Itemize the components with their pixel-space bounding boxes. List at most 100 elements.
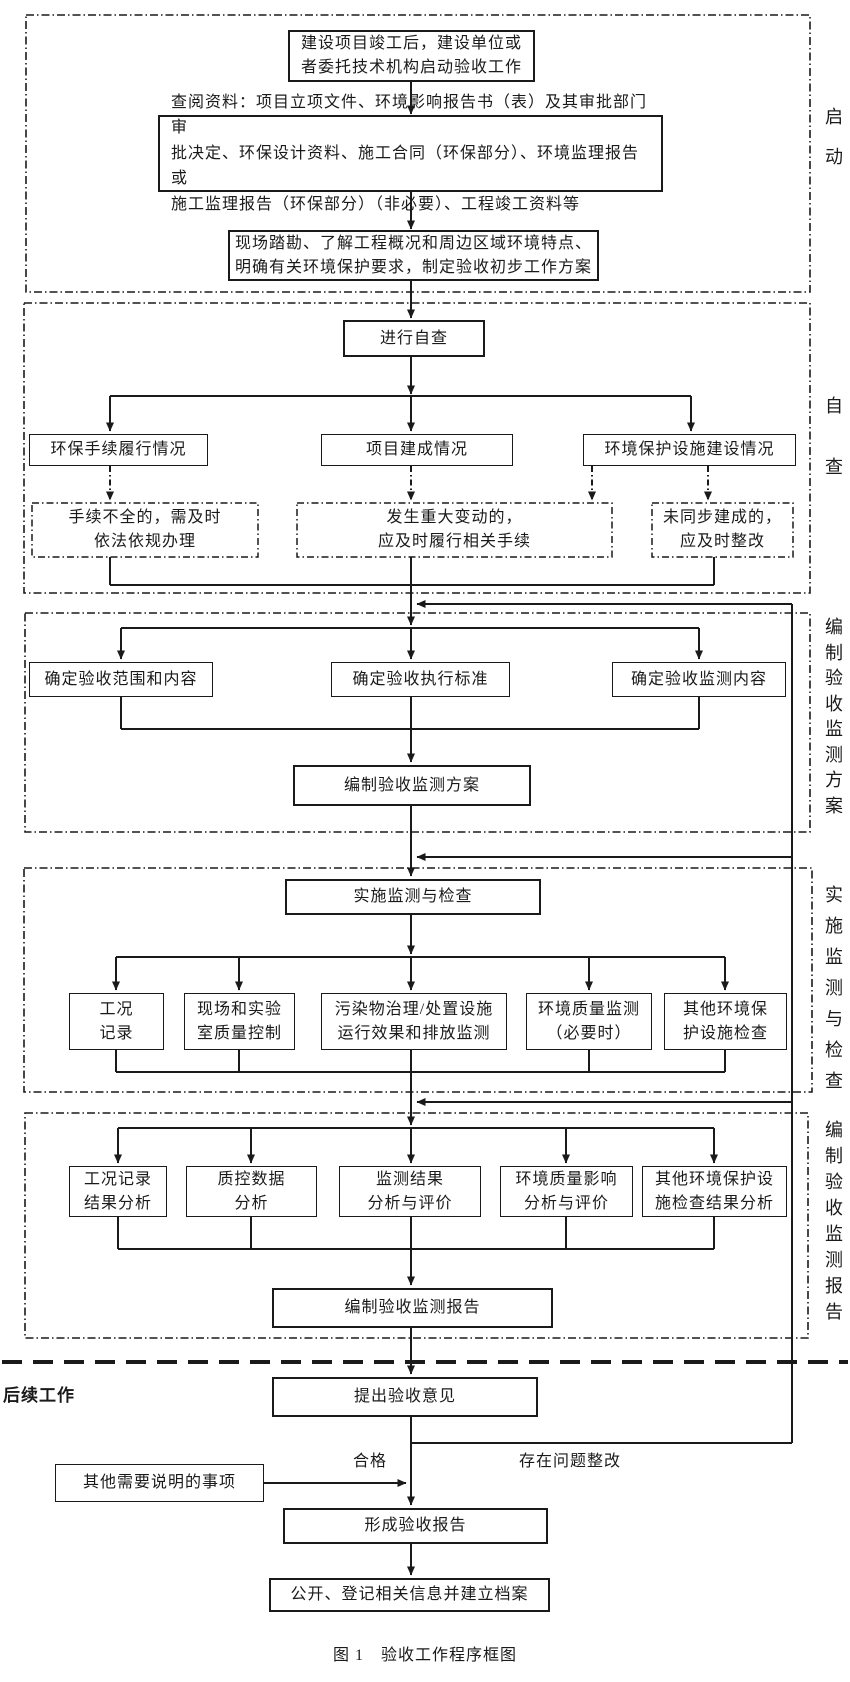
text-line: 其他环境保护设 [654,1170,774,1188]
text-line: 确定验收执行标准 [352,670,489,688]
node-other-facility-check: 其他环境保 护设施检查 [664,993,787,1050]
text-line: 污染物治理/处置设施 [334,1000,494,1018]
text-line: 公开、登记相关信息并建立档案 [290,1586,529,1603]
text-line: 项目建成情况 [365,441,468,458]
text-line: 环境保护设施建设情况 [604,441,775,458]
stage-label-report: 编制验收监测报告 [825,1120,843,1322]
stage-4-border [23,867,813,1093]
text-line: 分析与评价 [523,1194,609,1212]
text-line: 环境质量影响 [515,1170,618,1188]
node-form-acceptance-report: 形成验收报告 [283,1508,548,1544]
node-epc-procedure-status: 环保手续履行情况 [29,434,208,466]
edge-label-pass: 合格 [352,1453,387,1470]
text-line: 运行效果和排放监测 [337,1024,491,1042]
text-line: 工况 [99,1000,134,1018]
node-other-matters: 其他需要说明的事项 [55,1464,264,1502]
text-line: 编制验收监测报告 [344,1299,481,1316]
text-line: 现场和实验 [196,1000,282,1018]
text-line: 形成验收报告 [364,1517,467,1534]
node-condition-record: 工况 记录 [69,993,164,1050]
dashed-flow-lines [106,466,712,501]
node-pollutant-monitoring: 污染物治理/处置设施 运行效果和排放监测 [321,993,507,1050]
node-qc-data-analysis: 质控数据 分析 [186,1166,317,1217]
node-prepare-monitoring-report: 编制验收监测报告 [272,1288,553,1328]
edge-label-rework: 存在问题整改 [518,1453,621,1470]
text-line: 施检查结果分析 [654,1194,774,1212]
text-line: 分析 [234,1194,269,1212]
stage-2-border [23,302,811,594]
node-self-check: 进行自查 [343,320,485,357]
text-line: 室质量控制 [196,1024,282,1042]
node-prepare-monitoring-plan: 编制验收监测方案 [293,765,531,806]
text-line: 编制验收监测方案 [343,776,480,794]
text-line: 确定验收监测内容 [630,670,767,688]
node-site-survey: 现场踏勘、了解工程概况和周边区域环境特点、 明确有关环境保护要求，制定验收初步工… [228,230,599,281]
node-not-sync: 未同步建成的， 应及时整改 [652,503,793,557]
text-line: 施工监理报告（环保部分）（非必要）、工程竣工资料等 [171,195,581,213]
node-not-sync-border [651,502,794,558]
text-line: 者委托技术机构启动验收工作 [300,59,522,76]
text-line: 其他需要说明的事项 [82,1474,236,1491]
text-line: 记录 [99,1024,134,1042]
node-implement-monitoring: 实施监测与检查 [285,879,541,915]
node-standards: 确定验收执行标准 [331,662,510,697]
text-line: 提出验收意见 [353,1388,456,1405]
node-condition-analysis: 工况记录 结果分析 [69,1166,167,1217]
text-line: 其他环境保 [682,1000,768,1018]
feedback-loop-lines [411,600,793,1444]
stage-1-border [25,14,811,293]
text-line: 现场踏勘、了解工程概况和周边区域环境特点、 [234,234,592,252]
stage-label-self-check: 自查 [825,396,843,477]
stage-3-border [24,612,811,833]
flow-lines [106,82,729,1576]
text-line: 建设项目竣工后，建设单位或 [300,35,522,52]
node-start: 建设项目竣工后，建设单位或 者委托技术机构启动验收工作 [288,30,535,82]
text-line: 批决定、环保设计资料、施工合同（环保部分）、环境监理报告或 [171,144,640,188]
node-ep-facility-status: 环境保护设施建设情况 [583,434,796,466]
text-line: 未同步建成的， [662,509,782,526]
text-line: 确定验收范围和内容 [44,670,198,688]
text-line: 实施监测与检查 [353,888,473,905]
text-line: 查阅资料：项目立项文件、环境影响报告书（表）及其审批部门审 [171,93,648,137]
text-line: 环境质量监测 [537,1000,640,1018]
node-proc-fix: 手续不全的，需及时 依法依规办理 [32,503,258,557]
text-line: 环保手续履行情况 [50,441,187,458]
figure-caption: 图 1 验收工作程序框图 [332,1647,517,1664]
node-result-analysis: 监测结果 分析与评价 [339,1166,481,1217]
node-project-build-status: 项目建成情况 [321,434,513,466]
stage-label-implement: 实施监测与检查 [825,885,843,1091]
text-line: 分析与评价 [367,1194,453,1212]
text-line: 质控数据 [217,1170,286,1188]
node-env-impact-analysis: 环境质量影响 分析与评价 [500,1166,633,1217]
node-monitoring-content: 确定验收监测内容 [612,662,786,697]
node-acceptance-opinion: 提出验收意见 [272,1377,538,1417]
node-major-change: 发生重大变动的， 应及时履行相关手续 [297,503,612,557]
text-line: 应及时履行相关手续 [377,533,531,550]
node-scope-content: 确定验收范围和内容 [29,662,213,697]
stage-label-startup: 启动 [825,107,843,167]
text-line: 结果分析 [83,1194,152,1212]
node-review-materials: 查阅资料：项目立项文件、环境影响报告书（表）及其审批部门审 批决定、环保设计资料… [158,94,663,213]
stage-5-border [24,1112,809,1339]
stage-label-prepare-plan: 编制验收监测方案 [825,617,843,816]
node-major-change-border [296,502,613,558]
text-line: 应及时整改 [679,533,765,550]
node-env-quality-monitoring: 环境质量监测 （必要时） [526,993,652,1050]
text-line: 工况记录 [83,1170,152,1188]
text-line: 护设施检查 [682,1024,768,1042]
node-proc-fix-border [31,502,259,558]
stage-borders [23,14,813,1339]
text-line: 手续不全的，需及时 [68,509,222,526]
text-line: （必要时） [546,1024,632,1042]
post-work-label: 后续工作 [3,1386,75,1405]
self-check-result-borders [31,502,794,558]
node-other-check-analysis: 其他环境保护设 施检查结果分析 [642,1166,787,1217]
node-publish-archive: 公开、登记相关信息并建立档案 [269,1578,550,1612]
text-line: 依法依规办理 [93,533,196,550]
text-line: 明确有关环境保护要求，制定验收初步工作方案 [234,258,592,276]
node-site-lab-qc: 现场和实验 室质量控制 [184,993,295,1050]
text-line: 发生重大变动的， [386,509,523,526]
text-line: 进行自查 [379,329,448,347]
